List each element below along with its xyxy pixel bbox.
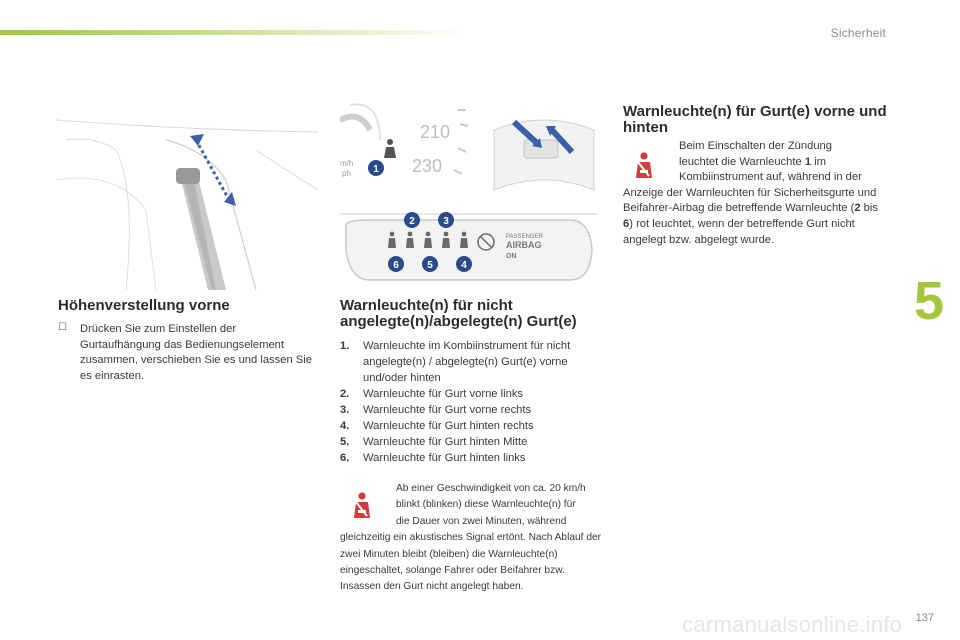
height-adjust-body: ☐ Drücken Sie zum Einstellen der Gurtauf… bbox=[58, 322, 320, 384]
callout-5 bbox=[422, 256, 438, 272]
belt-height-illustration bbox=[56, 119, 318, 290]
on-label: ON bbox=[506, 253, 517, 260]
list-item: 2.Warnleuchte für Gurt vorne links bbox=[340, 388, 524, 400]
seatbelt-warning-icon bbox=[636, 152, 652, 178]
callout-3-label: 3 bbox=[443, 216, 449, 227]
callout-3 bbox=[438, 212, 454, 228]
warning-panel-illustration: PASSENGER AIRBAG ON 2 3 6 5 4 bbox=[340, 212, 598, 281]
roof-console-illustration bbox=[493, 119, 595, 191]
callout-5-label: 5 bbox=[427, 260, 433, 271]
list-item: 1.Warnleuchte im Kombiinstrument für nic… bbox=[340, 340, 571, 384]
airbag-label: AIRBAG bbox=[506, 240, 542, 250]
callout-4 bbox=[456, 256, 472, 272]
bullet-icon: ☐ bbox=[58, 322, 67, 333]
watermark: carmanualsonline.info bbox=[682, 612, 903, 637]
speed-warning-note: Ab einer Geschwindigkeit von ca. 20 km/h… bbox=[340, 483, 602, 593]
header-accent-bar bbox=[0, 30, 470, 35]
section-title: Sicherheit bbox=[830, 26, 886, 40]
front-rear-warning-text: Beim Einschalten der Zündung leuchtet di… bbox=[623, 140, 878, 246]
seatbelt-warning-icon bbox=[354, 492, 370, 518]
height-adjust-title: Höhenverstellung vorne bbox=[58, 297, 230, 314]
unit-line-2: ph bbox=[342, 169, 351, 178]
seatbelt-warning-icon bbox=[384, 139, 396, 158]
list-item: 5.Warnleuchte für Gurt hinten Mitte bbox=[340, 436, 528, 448]
page-number: 137 bbox=[915, 612, 934, 624]
list-item: 6.Warnleuchte für Gurt hinten links bbox=[340, 452, 526, 464]
callout-2-label: 2 bbox=[409, 216, 415, 227]
speed-mark-210: 210 bbox=[420, 122, 450, 142]
callout-6-label: 6 bbox=[393, 260, 399, 271]
instrument-cluster-illustration: 210 230 m/h ph 1 bbox=[340, 103, 469, 178]
chapter-number: 5 bbox=[913, 271, 944, 331]
unit-line-1: m/h bbox=[340, 159, 353, 168]
list-item: 3.Warnleuchte für Gurt vorne rechts bbox=[340, 404, 532, 416]
height-adjust-text: Drücken Sie zum Einstellen der Gurtaufhä… bbox=[80, 323, 312, 382]
passenger-label: PASSENGER bbox=[506, 234, 544, 240]
warning-lamp-list: 1.Warnleuchte im Kombiinstrument für nic… bbox=[340, 338, 602, 466]
callout-1-label: 1 bbox=[373, 164, 379, 175]
unfastened-warning-title: Warnleuchte(n) für nicht angelegte(n)/ab… bbox=[340, 297, 577, 330]
list-item: 4.Warnleuchte für Gurt hinten rechts bbox=[340, 420, 534, 432]
speed-mark-230: 230 bbox=[412, 156, 442, 176]
front-rear-warning-title: Warnleuchte(n) für Gurt(e) vorne und hin… bbox=[623, 103, 887, 136]
callout-4-label: 4 bbox=[461, 260, 467, 271]
callout-6 bbox=[388, 256, 404, 272]
callout-2 bbox=[404, 212, 420, 228]
callout-1 bbox=[368, 160, 384, 176]
